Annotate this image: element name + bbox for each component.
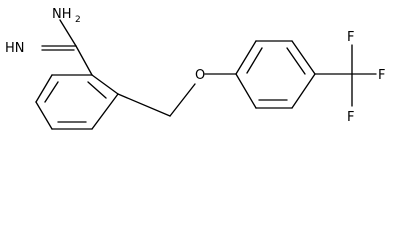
c-n-single-bond xyxy=(59,19,77,47)
right-ring-bond-4 xyxy=(291,73,316,109)
imine-label: HN xyxy=(5,41,25,56)
amidine-group xyxy=(41,19,93,76)
fluorine-bottom-label: F xyxy=(347,110,354,125)
benzene-ring-right xyxy=(235,40,316,109)
left-ring-bond-2 xyxy=(91,93,119,130)
amine-label: NH xyxy=(52,7,72,22)
ring-ch2-bond xyxy=(117,93,171,117)
right-ring-bond-6 xyxy=(235,73,257,109)
trifluoromethyl-group xyxy=(314,44,377,107)
methylene-oxy-linker xyxy=(117,73,237,117)
amine-subscript: 2 xyxy=(75,15,81,25)
ether-oxygen-label: O xyxy=(195,68,205,83)
atom-labels: NH 2 HN O F F F xyxy=(5,7,385,125)
ch2-o-bond xyxy=(169,83,196,117)
amidine-ring-bond xyxy=(75,45,93,76)
right-ring-bond-3 xyxy=(291,40,316,75)
left-ring-inner-double-3 xyxy=(44,81,59,103)
benzene-ring-left xyxy=(35,74,119,130)
fluorine-top-label: F xyxy=(347,30,354,45)
left-ring-bond-4 xyxy=(35,101,53,130)
fluorine-right-label: F xyxy=(378,68,385,83)
left-ring-inner-double-1 xyxy=(87,81,107,99)
right-ring-bond-1 xyxy=(235,40,257,75)
right-ring-inner-double-1 xyxy=(246,47,263,74)
chemical-structure-diagram: NH 2 HN O F F F xyxy=(5,7,385,130)
left-ring-bond-1 xyxy=(91,74,119,95)
left-ring-bond-5 xyxy=(35,74,53,103)
right-ring-inner-double-2 xyxy=(286,47,306,75)
